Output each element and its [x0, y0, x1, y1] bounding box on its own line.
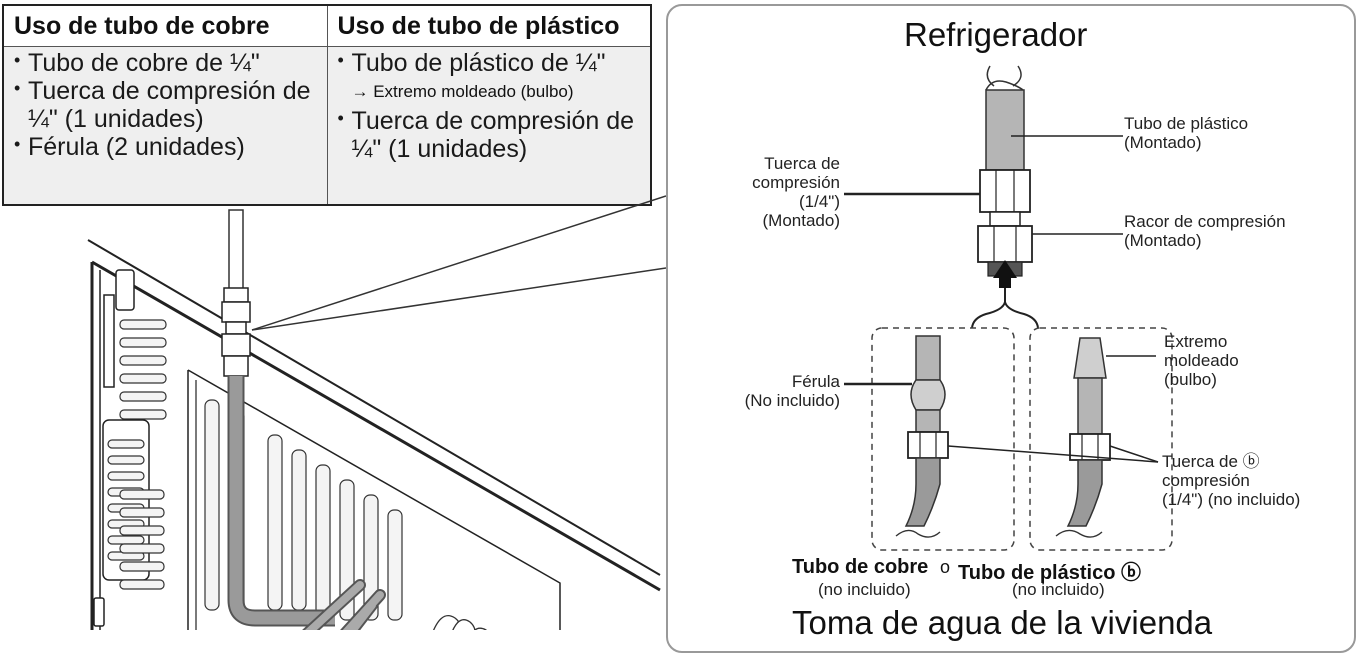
- label-compression-nut-mounted: Tuerca de compresión (1/4") (Montado): [752, 154, 840, 230]
- detail-footer: Toma de agua de la vivienda: [792, 604, 1213, 641]
- connection-detail-panel: Refrigerador Tubo de plástico (Montado) …: [666, 4, 1356, 653]
- copper-header: Uso de tubo de cobre: [4, 6, 327, 47]
- list-item: •Tuerca de compresión de ¼" (1 unidades): [337, 107, 635, 163]
- plastic-header: Uso de tubo de plástico: [327, 6, 650, 47]
- copper-tube-label: Tubo de cobre: [792, 556, 929, 578]
- label-compression-fitting: Racor de compresión (Montado): [1124, 212, 1286, 250]
- label-compression-nut-b: Tuerca de ⓑ compresión (1/4") (no inclui…: [1162, 452, 1301, 509]
- list-item: •Férula (2 unidades): [14, 133, 245, 161]
- copper-not-included: (no incluido): [818, 580, 911, 599]
- molded-end-note: → Extremo moldeado (bulbo): [351, 82, 574, 101]
- plastic-tube-label: Tubo de plástico ⓑ: [958, 562, 1141, 584]
- label-ferrule: Férula (No incluido): [744, 372, 840, 410]
- plastic-not-included: (no incluido): [1012, 580, 1105, 599]
- connection-detail-diagram: [844, 65, 1173, 551]
- label-molded-end: Extremo moldeado (bulbo): [1164, 332, 1239, 389]
- detail-title: Refrigerador: [904, 16, 1088, 53]
- or-label: o: [940, 557, 951, 577]
- list-item: •Tubo de plástico de ¼": [337, 49, 606, 77]
- refrigerator-illustration: [0, 195, 666, 657]
- label-plastic-tube-mounted: Tubo de plástico (Montado): [1124, 114, 1249, 152]
- list-item: •Tubo de cobre de ¼": [14, 49, 260, 77]
- parts-table: Uso de tubo de cobre •Tubo de cobre de ¼…: [2, 4, 652, 206]
- copper-column: Uso de tubo de cobre •Tubo de cobre de ¼…: [4, 6, 327, 204]
- plastic-column: Uso de tubo de plástico •Tubo de plástic…: [326, 6, 650, 204]
- list-item: •Tuerca de compresión de ¼" (1 unidades): [14, 77, 311, 133]
